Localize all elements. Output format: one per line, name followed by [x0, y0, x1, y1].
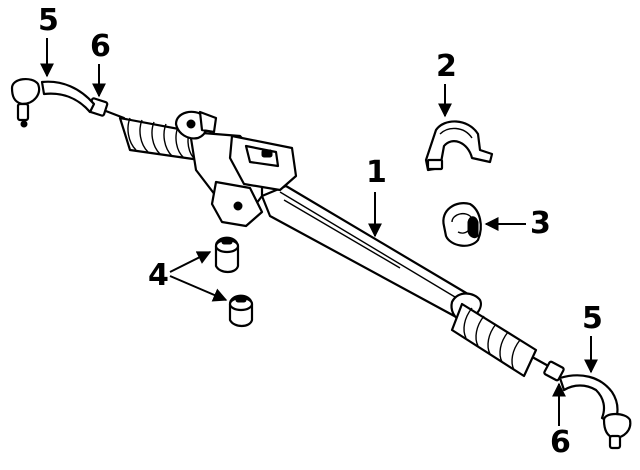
callout-6-left: 6: [90, 29, 111, 98]
rack-tube: [260, 184, 482, 324]
valve-housing: [174, 110, 298, 228]
callout-6-right: 6: [550, 382, 571, 460]
callout-5-left-label: 5: [38, 3, 59, 38]
callout-3-label: 3: [530, 206, 551, 241]
callout-5-right-label: 5: [582, 301, 603, 336]
callout-4: 4: [148, 251, 228, 302]
right-bellows-boot: [450, 302, 538, 378]
right-tie-rod: [532, 356, 632, 450]
callout-3: 3: [484, 206, 551, 241]
callout-2-label: 2: [436, 49, 457, 84]
callout-5-right: 5: [582, 301, 603, 374]
mounting-clamp: [424, 120, 494, 172]
callout-6-left-label: 6: [90, 29, 111, 64]
callout-1-label: 1: [366, 155, 387, 190]
callout-5-left: 5: [38, 3, 59, 78]
callout-4-label: 4: [148, 258, 169, 293]
callout-6-right-label: 6: [550, 425, 571, 460]
left-tie-rod: [10, 78, 126, 128]
callout-1: 1: [366, 155, 387, 238]
insulator-bushing-upper: [214, 236, 240, 274]
callout-2: 2: [436, 49, 457, 118]
rubber-bushing: [442, 202, 482, 247]
insulator-bushing-lower: [228, 294, 254, 328]
